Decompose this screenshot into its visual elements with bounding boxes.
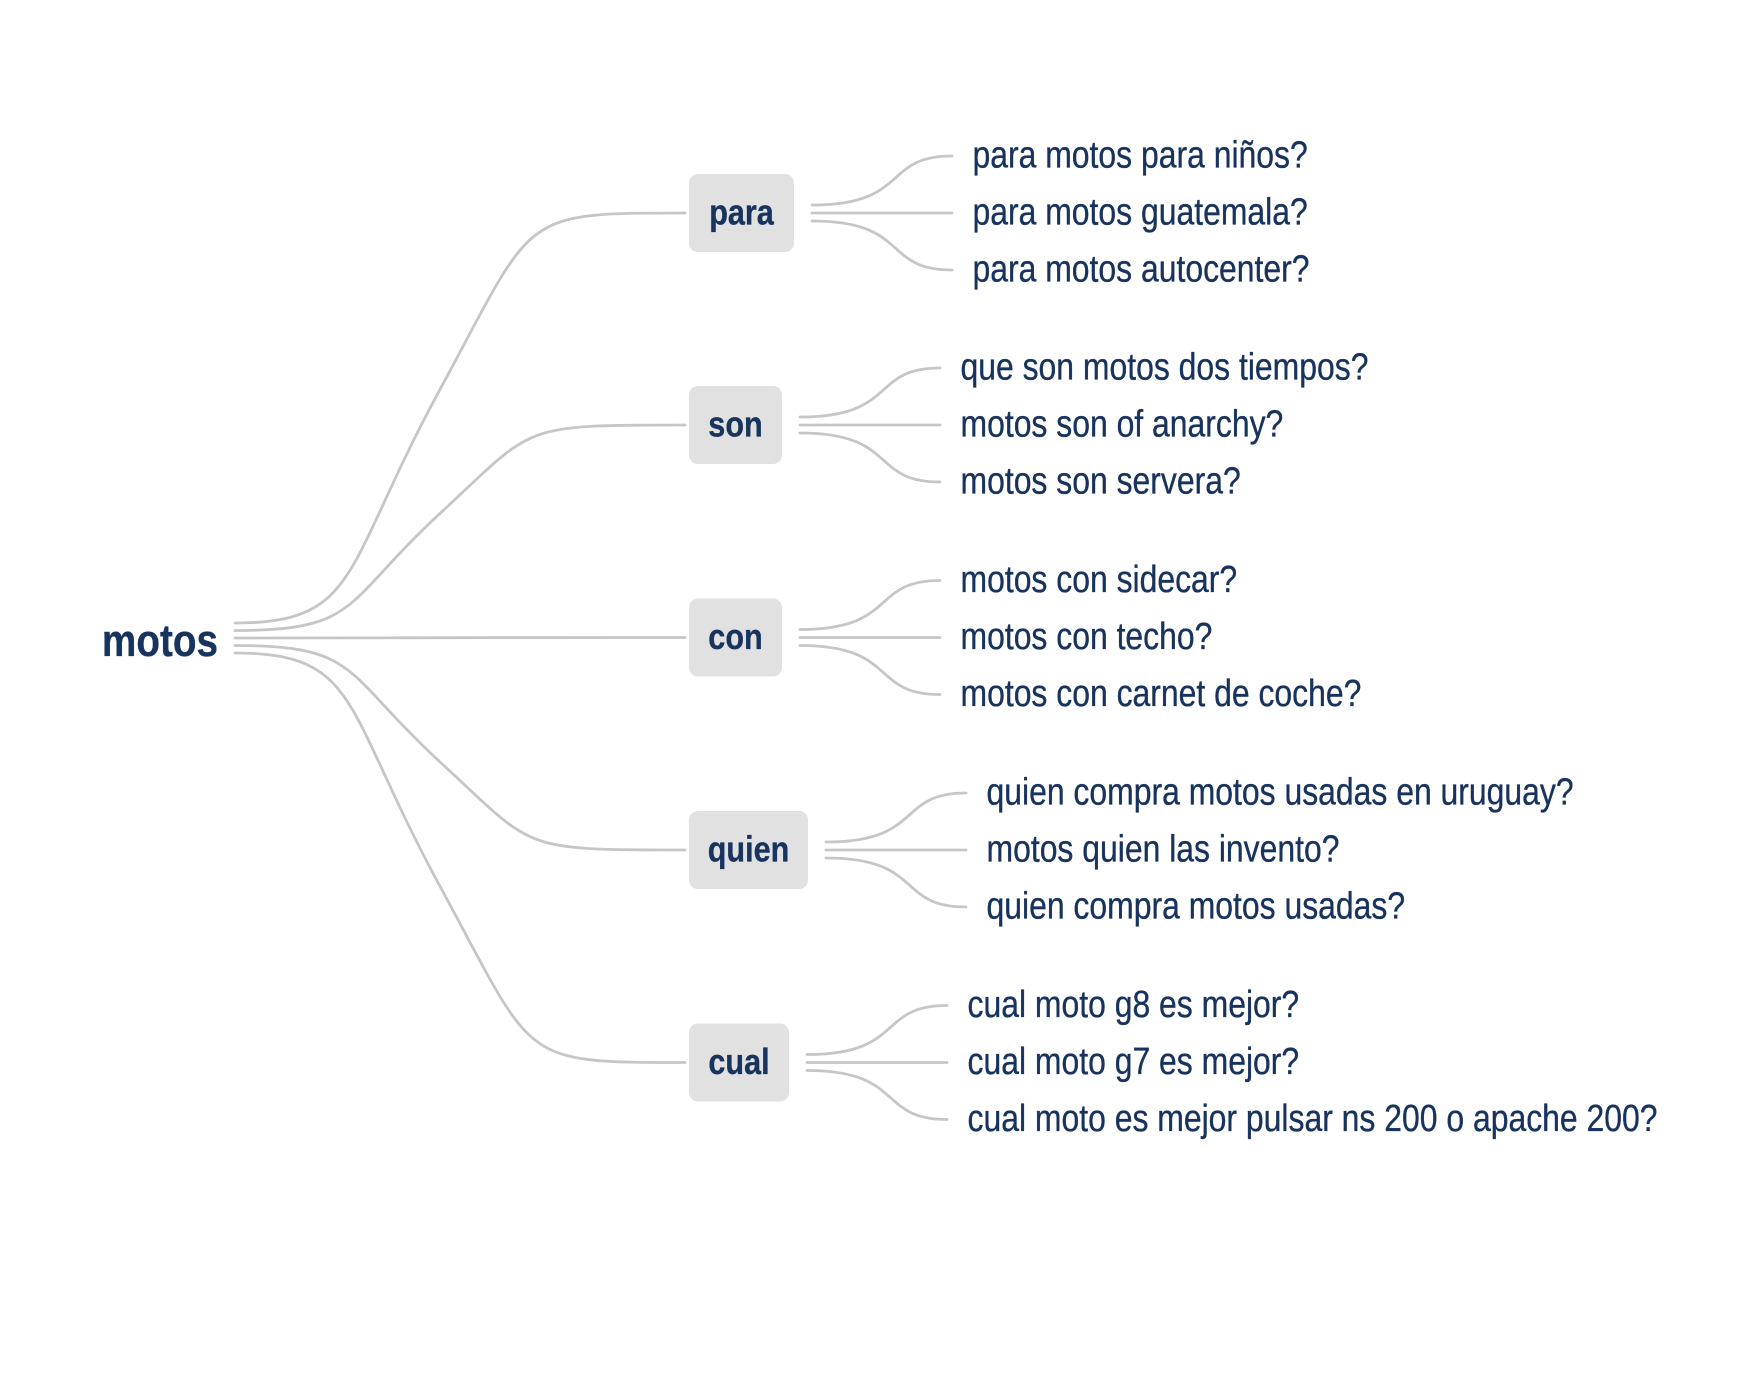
svg-text:quien compra motos usadas en u: quien compra motos usadas en uruguay? [987,771,1574,813]
svg-text:motos con carnet de coche?: motos con carnet de coche? [961,672,1362,714]
svg-text:motos quien las invento?: motos quien las invento? [987,828,1340,870]
svg-text:motos son servera?: motos son servera? [961,460,1241,502]
svg-text:para: para [709,193,774,233]
svg-text:motos con techo?: motos con techo? [961,615,1213,657]
svg-text:para motos para niños?: para motos para niños? [973,134,1308,176]
svg-text:motos: motos [102,615,218,665]
svg-text:cual moto es mejor pulsar ns 2: cual moto es mejor pulsar ns 200 o apach… [968,1097,1658,1139]
svg-text:son: son [708,405,762,445]
svg-text:motos son of anarchy?: motos son of anarchy? [961,403,1284,445]
svg-text:motos con sidecar?: motos con sidecar? [961,558,1238,600]
svg-text:cual: cual [708,1043,769,1083]
svg-text:quien: quien [708,830,790,870]
svg-text:que son motos dos tiempos?: que son motos dos tiempos? [961,346,1369,388]
svg-text:cual moto g7 es mejor?: cual moto g7 es mejor? [968,1040,1300,1082]
svg-text:para motos autocenter?: para motos autocenter? [973,248,1310,290]
svg-text:con: con [708,618,762,658]
svg-text:quien compra motos usadas?: quien compra motos usadas? [987,885,1406,927]
svg-text:cual moto g8 es mejor?: cual moto g8 es mejor? [968,983,1300,1025]
svg-text:para motos guatemala?: para motos guatemala? [973,191,1308,233]
